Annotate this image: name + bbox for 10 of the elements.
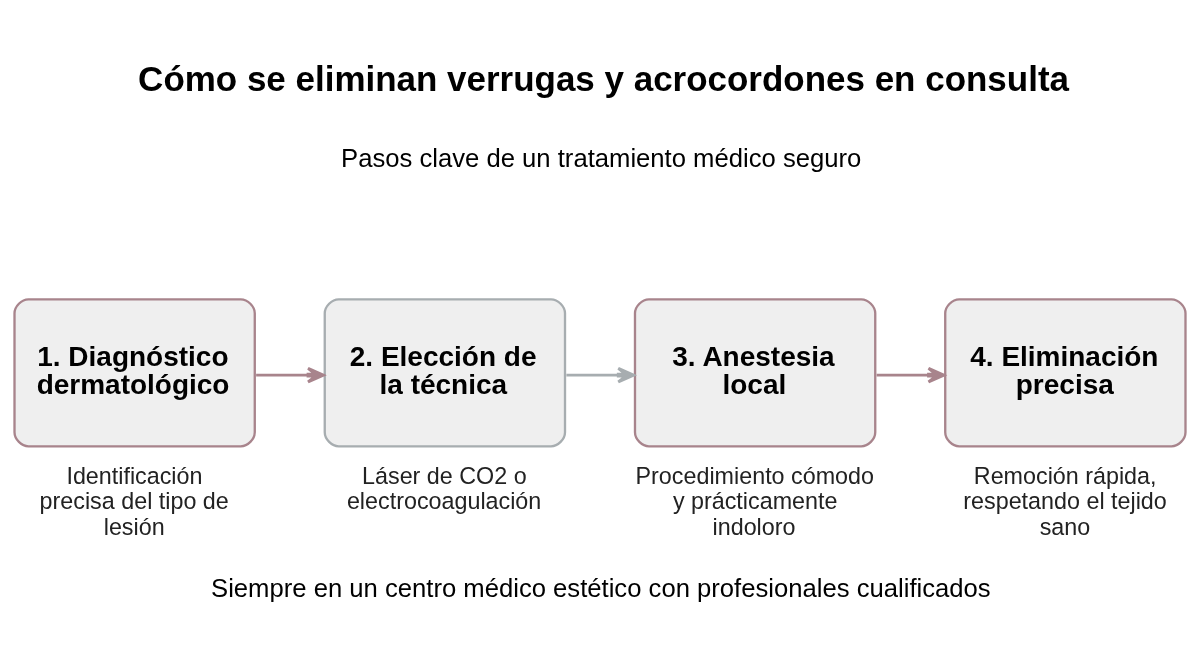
node-label: Identificación precisa del tipo de lesión <box>39 462 229 540</box>
arrow <box>876 366 946 383</box>
diagram-title: Cómo se eliminan verrugas y acrocordones en consulta <box>138 58 1069 98</box>
node-label: Remoción rápida, respetando el tejido sano <box>963 462 1167 540</box>
node-label: Láser de CO2 o electrocoagulación <box>346 462 542 514</box>
arrow <box>566 366 635 383</box>
node-label: Procedimiento cómodo y prácticamente indoloro <box>635 462 875 540</box>
label: Pasos clave de un tratamiento médico seguro <box>341 143 862 171</box>
label: Siempre en un centro médico estético con profesionales cualificados <box>211 573 991 602</box>
arrow <box>256 366 325 383</box>
